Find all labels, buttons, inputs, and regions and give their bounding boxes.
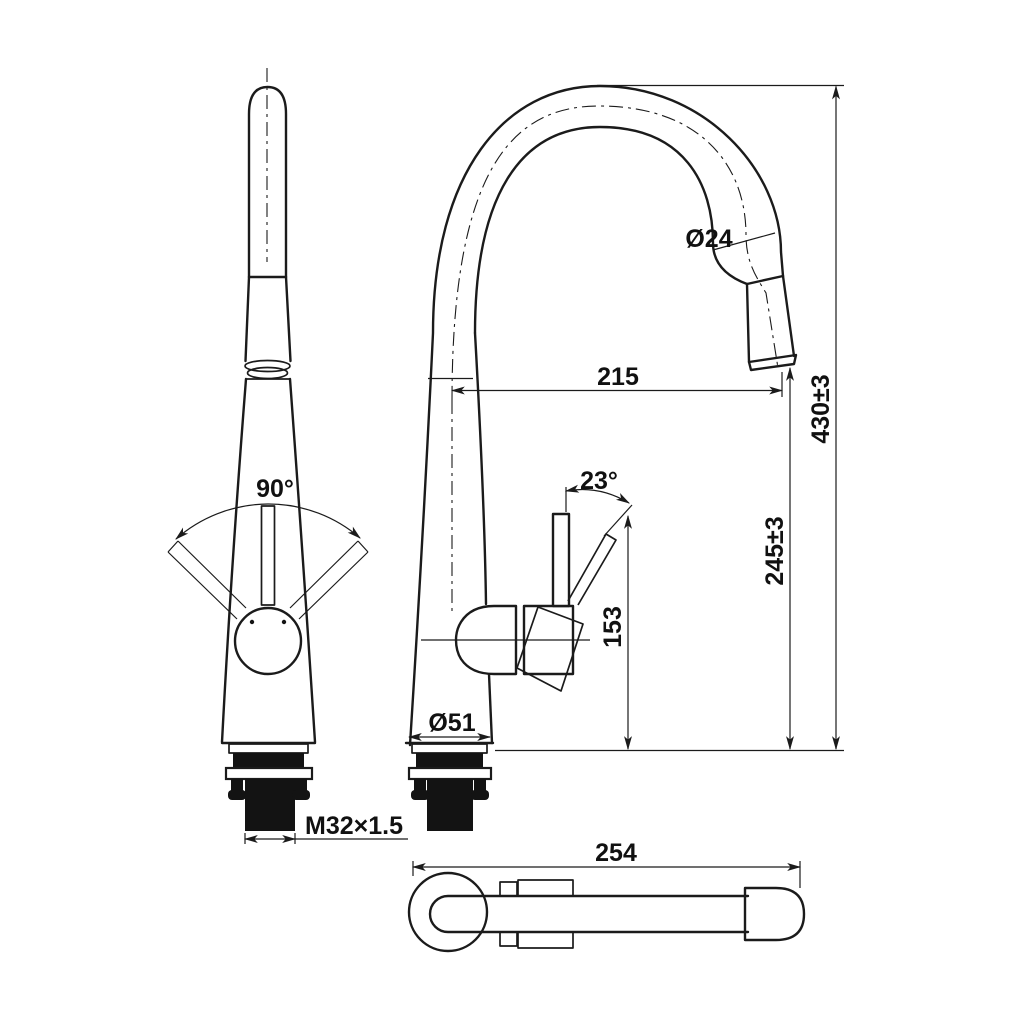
front-view [167,68,369,831]
outlet-height-label: 245±3 [761,516,789,585]
top-view: 254 [407,839,806,953]
side-spout-centerline [451,105,779,401]
front-body-left [220,377,248,744]
side-mounting-plate [407,766,493,781]
front-aerator-ring-outer [244,359,291,373]
handle-angle-label: 23° [580,467,618,495]
angle-arc [564,484,631,504]
side-threaded-shank [427,779,473,831]
gooseneck-inner [473,125,749,335]
sprayhead-right [781,274,796,358]
side-screw-foot-right [471,790,489,800]
side-screw-foot-left [411,790,429,800]
swivel-handle-left [167,540,247,620]
total-height-label: 430±3 [807,374,835,443]
front-screw-foot-left [228,790,246,800]
front-head-right [284,275,292,363]
pivot-dot-right [281,619,287,625]
side-column-right-upper [473,331,488,606]
front-handle-pivot [233,606,303,676]
side-flange [411,743,488,754]
front-aerator-ring-inner [246,366,289,380]
top-sprayhead [743,886,806,942]
pivot-dot-left [249,619,255,625]
sprayhead-tip [747,353,798,372]
swivel-handle-right [289,540,369,620]
dim-handle-top-height: 153 [599,514,632,751]
front-head-left [244,275,251,363]
angle-ext-tilted [603,504,633,537]
handle-lever-tilted [567,533,617,606]
dim-swivel-angle: 90° [256,475,294,503]
front-base-collar [233,753,304,768]
swivel-angle-label: 90° [256,475,294,503]
front-handle-lever [260,505,276,606]
handle-top-height-label: 153 [599,606,627,648]
thread-label: M32×1.5 [305,812,403,840]
dim-handle-angle: 23° [564,467,633,537]
handle-lever-upright [551,512,571,608]
front-mounting-plate [224,766,314,781]
front-screw-foot-right [292,790,310,800]
base-diameter-label: Ø51 [428,709,475,737]
dim-base-diameter: Ø51 [407,709,492,741]
dim-outlet-height: 245±3 [761,366,794,751]
dim-spout-reach: 215 [450,363,784,397]
top-valve-upper-small [499,881,518,897]
dim-thread: M32×1.5 [243,812,408,844]
top-spout-tube [428,894,750,934]
front-sprayhead-outline [247,85,288,279]
front-flange [228,743,309,754]
front-body-right [288,377,317,744]
overall-length-label: 254 [595,839,637,867]
spout-diameter-label: Ø24 [685,225,732,253]
side-view [404,84,798,831]
spout-reach-label: 215 [597,363,639,391]
handle-grip-tilted [516,606,584,692]
swivel-arc [175,503,361,540]
side-base-collar [416,753,483,768]
top-base-circle [407,871,489,953]
top-valve-lower [517,931,574,949]
side-column-right-lower [487,672,494,745]
spout-diameter-leader [712,232,776,251]
dim-spout-diameter: Ø24 [685,225,776,253]
front-threaded-shank [245,779,295,831]
dim-total-height: 430±3 [495,84,844,752]
top-valve-upper [517,879,574,897]
sprayhead-joint-line [745,274,785,286]
gooseneck-outer [408,84,785,747]
sprayhead-left [745,282,751,364]
top-valve-lower-small [499,931,518,947]
